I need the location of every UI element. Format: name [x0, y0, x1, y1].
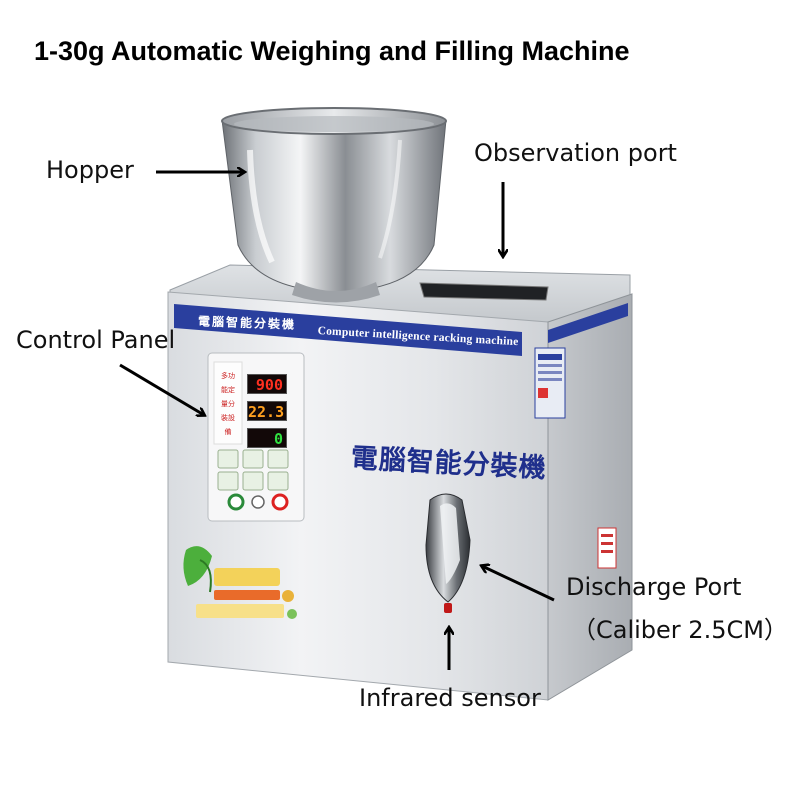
svg-text:裝設: 裝設: [221, 413, 235, 422]
front-banner: [174, 304, 522, 356]
page-title: 1-30g Automatic Weighing and Filling Mac…: [34, 36, 630, 66]
svg-text:多功: 多功: [221, 371, 235, 380]
discharge-arrow: [482, 566, 555, 602]
control-panel-label: Control Panel: [16, 326, 176, 354]
caliber-label: （Caliber 2.5CM）: [572, 616, 788, 644]
leaf-sticker: [183, 546, 297, 619]
side-banner: [548, 303, 628, 343]
machine-side: [547, 293, 633, 701]
banner-cjk-text: 電腦智能分裝機: [197, 314, 297, 332]
control-panel-arrow: [119, 363, 204, 415]
warning-label: [597, 527, 617, 569]
svg-text:備: 備: [225, 427, 232, 436]
observation-port: [419, 282, 549, 301]
lcd-display-2: 22.3: [247, 401, 287, 421]
observation-port-label: Observation port: [474, 139, 677, 167]
infrared-sensor-light: [444, 603, 452, 613]
hopper-label: Hopper: [46, 156, 134, 184]
svg-text:量分: 量分: [221, 399, 235, 408]
keypad: [217, 449, 289, 511]
infrared-sensor-label: Infrared sensor: [359, 684, 541, 712]
lcd-display-3: 0: [247, 428, 287, 448]
lcd-display-1: 900: [247, 374, 287, 394]
svg-text:能定: 能定: [221, 385, 235, 394]
discharge-port-label: Discharge Port: [566, 573, 742, 601]
